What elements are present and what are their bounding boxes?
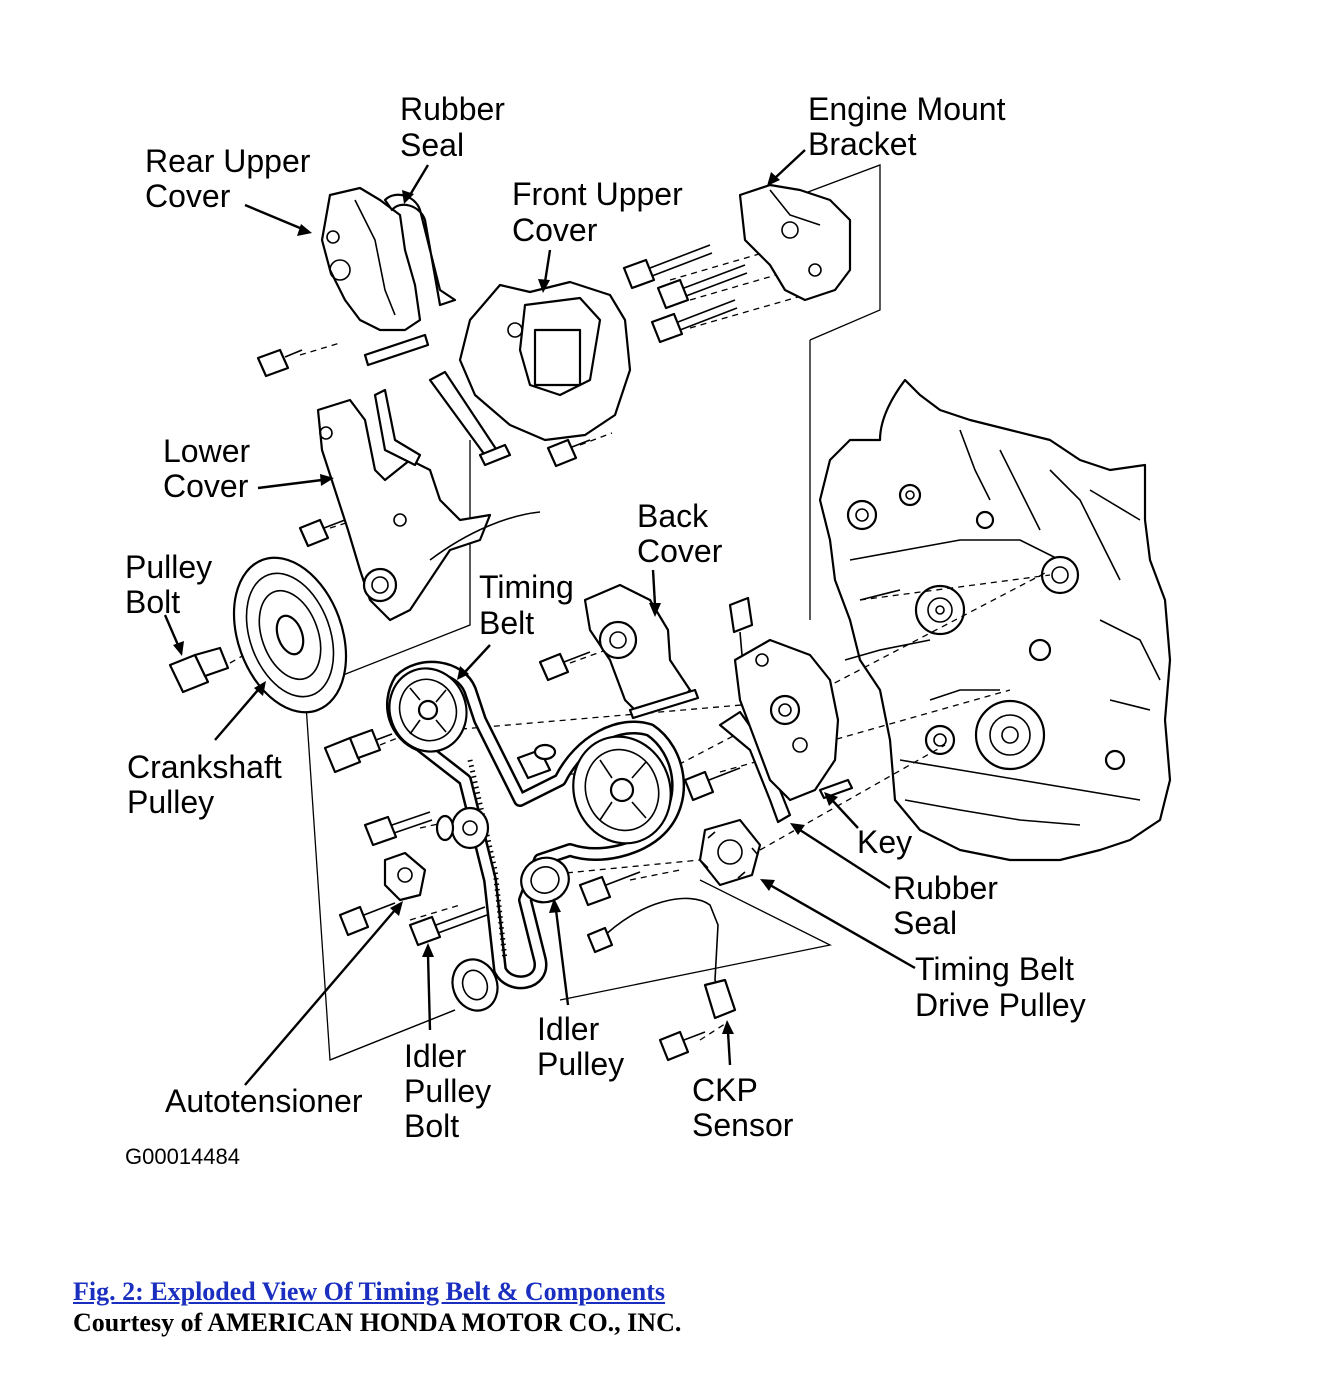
svg-text:Bolt: Bolt bbox=[125, 584, 180, 620]
leader-arrows bbox=[163, 149, 916, 1086]
svg-text:Back: Back bbox=[637, 498, 709, 534]
rear-upper-cover-label: Rear Upper Cover bbox=[145, 143, 311, 214]
idler-pulley-part bbox=[435, 806, 570, 1012]
svg-text:CKP: CKP bbox=[692, 1072, 758, 1108]
svg-text:Cover: Cover bbox=[637, 533, 723, 569]
figure-title-link[interactable]: Fig. 2: Exploded View Of Timing Belt & C… bbox=[73, 1277, 666, 1306]
back-cover-part bbox=[538, 583, 700, 720]
svg-text:Sensor: Sensor bbox=[692, 1107, 794, 1143]
svg-text:Rear Upper: Rear Upper bbox=[145, 143, 311, 179]
rear-timing-plate-part bbox=[728, 596, 840, 802]
rubber-seal-lower-label: Rubber Seal bbox=[893, 870, 998, 941]
autotensioner-label: Autotensioner bbox=[165, 1083, 363, 1119]
svg-text:Timing Belt: Timing Belt bbox=[915, 951, 1074, 987]
idler-pulley-bolt-label: Idler Pulley Bolt bbox=[404, 1038, 491, 1144]
upper-cover-bolts bbox=[256, 244, 748, 468]
ckp-sensor-part bbox=[586, 897, 737, 1062]
svg-text:Autotensioner: Autotensioner bbox=[165, 1083, 363, 1119]
svg-text:Seal: Seal bbox=[400, 127, 464, 163]
svg-text:Timing: Timing bbox=[479, 569, 574, 605]
crankshaft-pulley-part bbox=[168, 556, 348, 714]
autotensioner-part bbox=[338, 811, 433, 937]
pulley-bolt-label: Pulley Bolt bbox=[125, 549, 212, 620]
lower-cover-label: Lower Cover bbox=[163, 433, 251, 504]
front-upper-cover-part bbox=[428, 280, 632, 467]
key-label: Key bbox=[857, 824, 912, 860]
rubber-seal-top-label: Rubber Seal bbox=[400, 91, 505, 163]
svg-text:Crankshaft: Crankshaft bbox=[127, 749, 282, 785]
svg-text:Rubber: Rubber bbox=[400, 91, 505, 127]
camshaft-pulleys bbox=[388, 667, 672, 845]
svg-text:Rubber: Rubber bbox=[893, 870, 998, 906]
svg-text:Front Upper: Front Upper bbox=[512, 176, 683, 212]
ckp-sensor-label: CKP Sensor bbox=[692, 1072, 794, 1143]
rear-upper-cover-part bbox=[320, 186, 457, 367]
timing-belt-drive-pulley-label: Timing Belt Drive Pulley bbox=[915, 951, 1086, 1023]
crankshaft-pulley-label: Crankshaft Pulley bbox=[127, 749, 282, 820]
figure-courtesy: Courtesy of AMERICAN HONDA MOTOR CO., IN… bbox=[73, 1308, 682, 1337]
front-upper-cover-label: Front Upper Cover bbox=[512, 176, 683, 248]
back-cover-label: Back Cover bbox=[637, 498, 723, 569]
svg-text:Seal: Seal bbox=[893, 905, 957, 941]
camshaft-pulley-bolts bbox=[323, 728, 741, 802]
svg-text:Idler: Idler bbox=[404, 1038, 467, 1074]
svg-text:Key: Key bbox=[857, 824, 912, 860]
timing-belt-label: Timing Belt bbox=[479, 569, 574, 641]
group-outline-lines bbox=[304, 164, 881, 1061]
svg-text:Pulley: Pulley bbox=[404, 1073, 491, 1109]
svg-text:Pulley: Pulley bbox=[127, 784, 214, 820]
svg-text:Engine Mount: Engine Mount bbox=[808, 91, 1006, 127]
pulley-bolt-part bbox=[298, 518, 346, 548]
engine-mount-bracket-part bbox=[738, 183, 852, 302]
svg-text:Pulley: Pulley bbox=[125, 549, 212, 585]
svg-text:Idler: Idler bbox=[537, 1011, 600, 1047]
svg-text:Cover: Cover bbox=[145, 178, 231, 214]
svg-text:Bracket: Bracket bbox=[808, 126, 917, 162]
lower-cover-part bbox=[316, 388, 541, 622]
key-part bbox=[818, 778, 854, 800]
idler-pulley-label: Idler Pulley bbox=[537, 1011, 624, 1082]
svg-text:Belt: Belt bbox=[479, 605, 534, 641]
timing-belt-part bbox=[385, 660, 686, 990]
diagram-code: G00014484 bbox=[125, 1144, 240, 1169]
engine-block-illustration bbox=[818, 378, 1172, 862]
idler-pulley-bolt-part bbox=[408, 871, 641, 947]
svg-text:Drive Pulley: Drive Pulley bbox=[915, 987, 1086, 1023]
svg-text:Cover: Cover bbox=[163, 468, 249, 504]
svg-text:Bolt: Bolt bbox=[404, 1108, 459, 1144]
rubber-seal-lower-part bbox=[718, 710, 792, 824]
svg-text:Pulley: Pulley bbox=[537, 1046, 624, 1082]
timing-belt-drive-pulley-part bbox=[698, 818, 762, 887]
svg-text:Lower: Lower bbox=[163, 433, 251, 469]
engine-mount-bracket-label: Engine Mount Bracket bbox=[808, 91, 1006, 162]
figure-caption: Fig. 2: Exploded View Of Timing Belt & C… bbox=[73, 1276, 681, 1338]
svg-text:Cover: Cover bbox=[512, 212, 598, 248]
